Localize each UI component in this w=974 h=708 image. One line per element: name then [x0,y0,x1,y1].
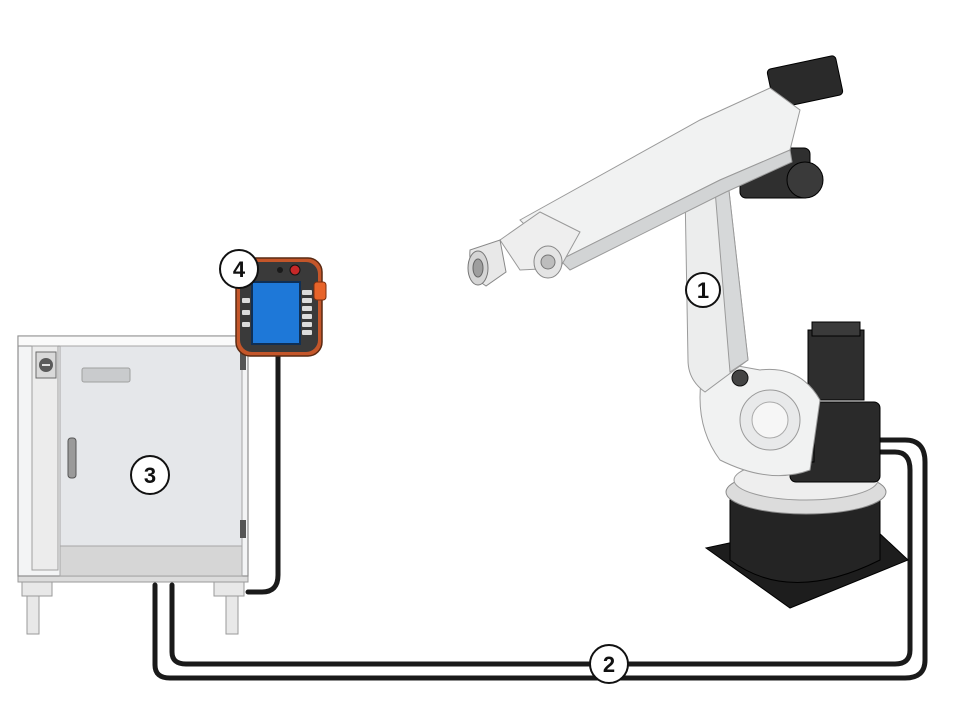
controller-cabinet [17,335,249,635]
callout-pendant: 4 [219,249,259,289]
callout-cable-label: 2 [603,652,615,677]
callout-cable: 2 [589,644,629,684]
callout-controller: 3 [130,455,170,495]
connecting-cable [152,437,928,681]
callout-pendant-label: 4 [233,257,246,282]
industrial-robot [467,55,909,609]
callout-robot-label: 1 [697,278,709,303]
pendant-cable [245,349,281,595]
teach-pendant [235,257,327,357]
callout-controller-label: 3 [144,463,156,488]
callout-robot: 1 [685,272,721,308]
